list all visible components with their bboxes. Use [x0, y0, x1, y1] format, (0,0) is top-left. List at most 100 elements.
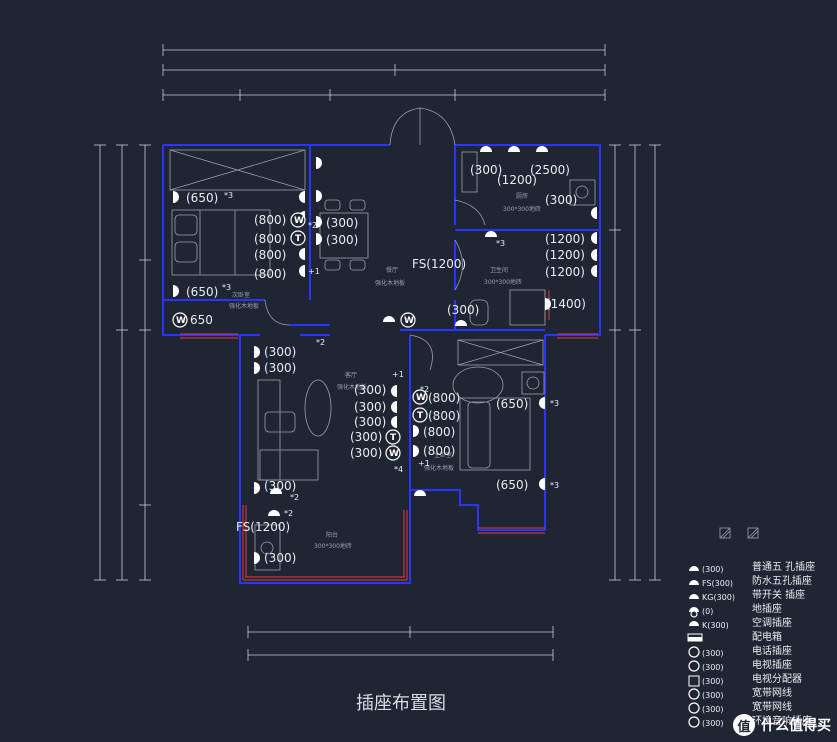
svg-text:(300): (300): [702, 649, 724, 658]
socket-icon: [270, 488, 282, 494]
svg-text:FS(300): FS(300): [702, 579, 733, 588]
socket-count-annotations: *3 *3 *2 +1 *3 *2 +1 *2 *4 +1 *3 *3 *2 *…: [222, 191, 559, 518]
socket-icon: [299, 265, 305, 277]
socket-label: FS(1200): [412, 257, 466, 271]
socket-icon: [316, 216, 322, 228]
socket-label: (1200): [545, 248, 585, 262]
network-socket-icon: [688, 702, 700, 714]
svg-text:(300): (300): [702, 663, 724, 672]
room-floor-kitchen: 300*300地砖: [503, 205, 541, 213]
svg-text:(300): (300): [702, 719, 724, 728]
socket-label: (650): [496, 397, 528, 411]
legend-item: (0)地插座: [689, 602, 782, 618]
socket-icon: [508, 146, 520, 152]
legend-item: FS(300)防水五孔插座: [689, 574, 812, 588]
legend-item: K(300)空调插座: [689, 616, 792, 630]
socket-label: (300): [354, 400, 386, 414]
socket-icon: [414, 490, 426, 496]
svg-text:*3: *3: [222, 283, 231, 292]
svg-text:W: W: [404, 316, 414, 326]
room-label-living: 客厅: [345, 371, 357, 379]
socket-icon: [480, 146, 492, 152]
room-floor-master-bedroom: 强化木地板: [424, 464, 454, 472]
room-label-bathroom: 卫生间: [490, 266, 508, 274]
socket-label: (2500): [530, 163, 570, 177]
socket-label: (1200): [545, 232, 585, 246]
room-floor-balcony: 300*300地砖: [314, 542, 352, 550]
legend-item: (300) 电视插座: [688, 658, 792, 672]
watermark-logo-icon: 值: [733, 714, 755, 736]
svg-text:宽带网线: 宽带网线: [752, 686, 792, 699]
socket-labels: (650) (650) 650 (800) (800) (800) (800) …: [186, 163, 586, 565]
svg-text:普通五 孔插座: 普通五 孔插座: [752, 560, 815, 573]
socket-label: (1400): [546, 297, 586, 311]
socket-icon: [591, 265, 597, 277]
room-label-kitchen: 厨房: [516, 192, 528, 200]
socket-icon: [391, 385, 397, 397]
socket-icon: [689, 580, 699, 585]
legend-item: 配电箱: [687, 630, 782, 643]
socket-label: (300): [326, 216, 358, 230]
socket-label: (300): [470, 163, 502, 177]
socket-icon: [689, 621, 699, 626]
svg-text:W: W: [294, 216, 304, 226]
socket-icon: [254, 362, 260, 374]
svg-text:*4: *4: [394, 465, 403, 474]
socket-icon: [299, 191, 305, 203]
drawing-title: 插座布置图: [356, 693, 446, 714]
socket-icon: [545, 298, 551, 310]
audio-socket-icon: [688, 716, 700, 728]
svg-text:*2: *2: [290, 493, 299, 502]
room-label-dining: 餐厅: [386, 266, 398, 274]
svg-text:环境音响插座: 环境音响插座: [752, 714, 812, 727]
socket-icon: [173, 191, 179, 203]
socket-icon: [316, 157, 322, 169]
socket-icon: [299, 248, 305, 260]
circle-markers: W W T W W T T W: [172, 212, 428, 461]
room-label-master-bedroom: 主卧室: [434, 451, 452, 459]
legend-item: (300) 普通五 孔插座: [689, 560, 815, 574]
tv-splitter-icon: [688, 675, 700, 687]
furniture: [169, 149, 596, 571]
socket-label: (300): [350, 430, 382, 444]
room-floor-living: 强化木地板: [337, 383, 367, 391]
socket-label: (650): [186, 285, 218, 299]
socket-label: (800): [254, 232, 286, 246]
svg-text:*2: *2: [316, 338, 325, 347]
socket-label: (300): [350, 446, 382, 460]
svg-text:*3: *3: [224, 191, 233, 200]
socket-label: (300): [264, 361, 296, 375]
svg-text:T: T: [295, 234, 302, 244]
socket-label: (800): [428, 391, 460, 405]
svg-text:W: W: [176, 316, 186, 326]
svg-text:KG(300): KG(300): [702, 593, 735, 602]
legend-item: (300)宽带网线: [688, 700, 792, 714]
socket-label: (300): [354, 383, 386, 397]
legend-item: (300) 宽带网线: [688, 686, 792, 700]
socket-icon: [316, 233, 322, 245]
svg-text:*3: *3: [550, 399, 559, 408]
socket-icon: [689, 566, 699, 571]
svg-text:*3: *3: [496, 239, 505, 248]
socket-label: FS(1200): [236, 520, 290, 534]
room-label-balcony: 阳台: [326, 531, 338, 539]
socket-label: (800): [254, 213, 286, 227]
svg-text:(300): (300): [702, 691, 724, 700]
room-floor-bathroom: 300*300地砖: [484, 278, 522, 286]
svg-text:T: T: [417, 411, 424, 421]
socket-label: (800): [423, 425, 455, 439]
svg-text:(300): (300): [702, 565, 724, 574]
socket-icon: [413, 445, 419, 457]
socket-label: (300): [545, 193, 577, 207]
socket-icon: [254, 346, 260, 358]
room-floor-dining: 强化木地板: [375, 279, 405, 287]
svg-text:宽带网线: 宽带网线: [752, 700, 792, 713]
legend-item: KG(300)带开关 插座: [689, 588, 805, 602]
socket-icon: [316, 190, 322, 202]
svg-text:电视插座: 电视插座: [752, 658, 792, 671]
socket-label: (800): [428, 409, 460, 423]
socket-icon: [455, 320, 467, 326]
socket-label: (300): [264, 479, 296, 493]
socket-label: (300): [326, 233, 358, 247]
